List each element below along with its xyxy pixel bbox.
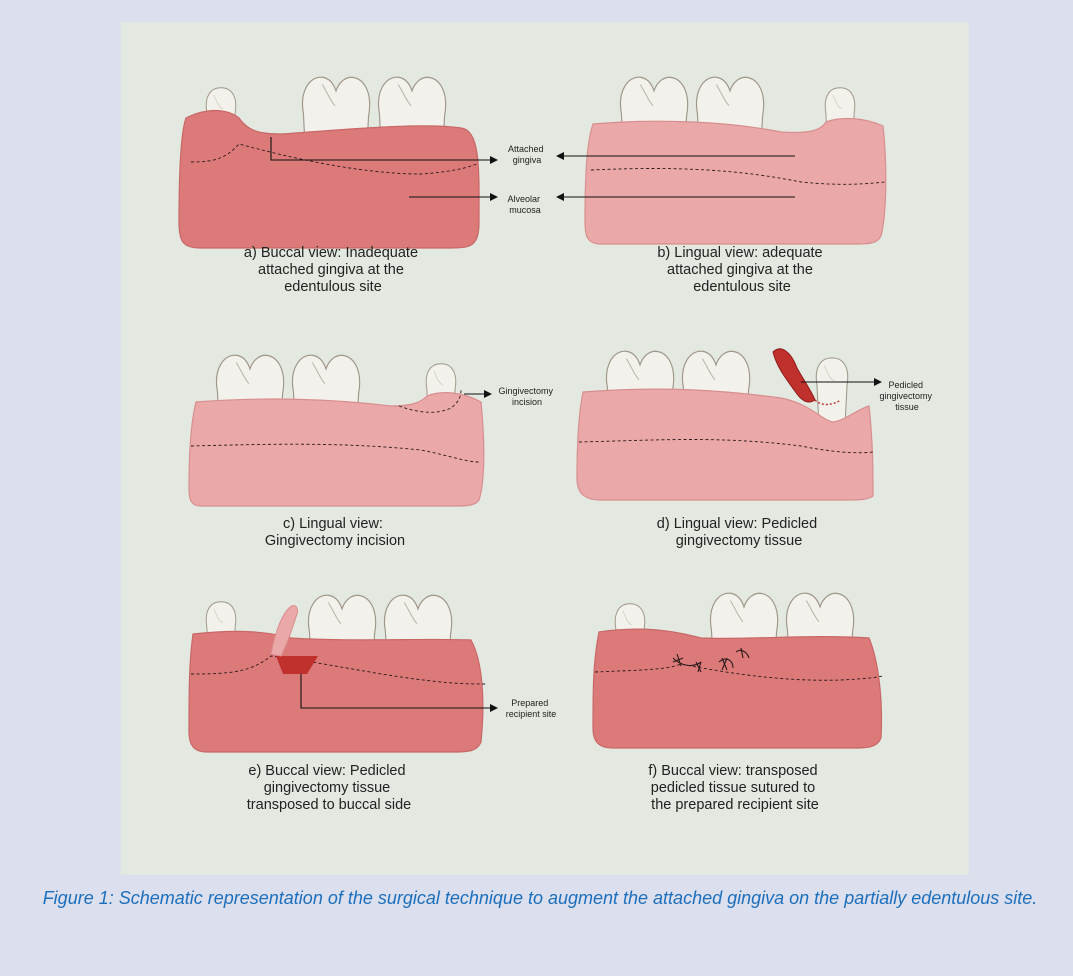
panel-a: Attached gingiva Alveolar mucosa a) Bucc… xyxy=(179,77,546,295)
buccal-gum xyxy=(593,629,882,748)
buccal-gum xyxy=(179,111,479,249)
panel-e: Prepared recipient site e) Buccal view: … xyxy=(189,595,556,813)
panel-f: f) Buccal view: transposed pedicled tiss… xyxy=(593,593,883,813)
lingual-gum xyxy=(585,119,886,244)
panel-d: Pedicled gingivectomy tissue d) Lingual … xyxy=(577,349,935,549)
figure-panel: Attached gingiva Alveolar mucosa a) Bucc… xyxy=(121,22,969,875)
panel-b: b) Lingual view: adequate attached gingi… xyxy=(557,77,886,295)
caption-d: d) Lingual view: Pedicled gingivectomy t… xyxy=(657,516,821,549)
caption-b: b) Lingual view: adequate attached gingi… xyxy=(657,245,826,295)
lingual-gum xyxy=(189,393,484,506)
schematic-diagram: Attached gingiva Alveolar mucosa a) Bucc… xyxy=(121,22,969,875)
buccal-gum xyxy=(189,631,483,752)
caption-e: e) Buccal view: Pedicled gingivectomy ti… xyxy=(247,763,411,813)
prepared-recipient-site-label: Prepared recipient site xyxy=(506,698,557,719)
pedicled-tissue-label: Pedicled gingivectomy tissue xyxy=(879,380,934,412)
caption-f: f) Buccal view: transposed pedicled tiss… xyxy=(648,763,821,813)
panel-c: Gingivectomy incision c) Lingual view: G… xyxy=(189,355,556,549)
alveolar-mucosa-label: Alveolar mucosa xyxy=(507,194,542,215)
gingivectomy-incision-label: Gingivectomy incision xyxy=(498,386,555,407)
caption-a: a) Buccal view: Inadequate attached ging… xyxy=(244,245,422,295)
caption-c: c) Lingual view: Gingivectomy incision xyxy=(265,516,405,549)
pedicled-gingivectomy-tissue xyxy=(773,349,815,402)
attached-gingiva-label: Attached gingiva xyxy=(508,144,546,165)
premolar-tooth xyxy=(816,358,847,422)
figure-caption: Figure 1: Schematic representation of th… xyxy=(40,885,1040,912)
